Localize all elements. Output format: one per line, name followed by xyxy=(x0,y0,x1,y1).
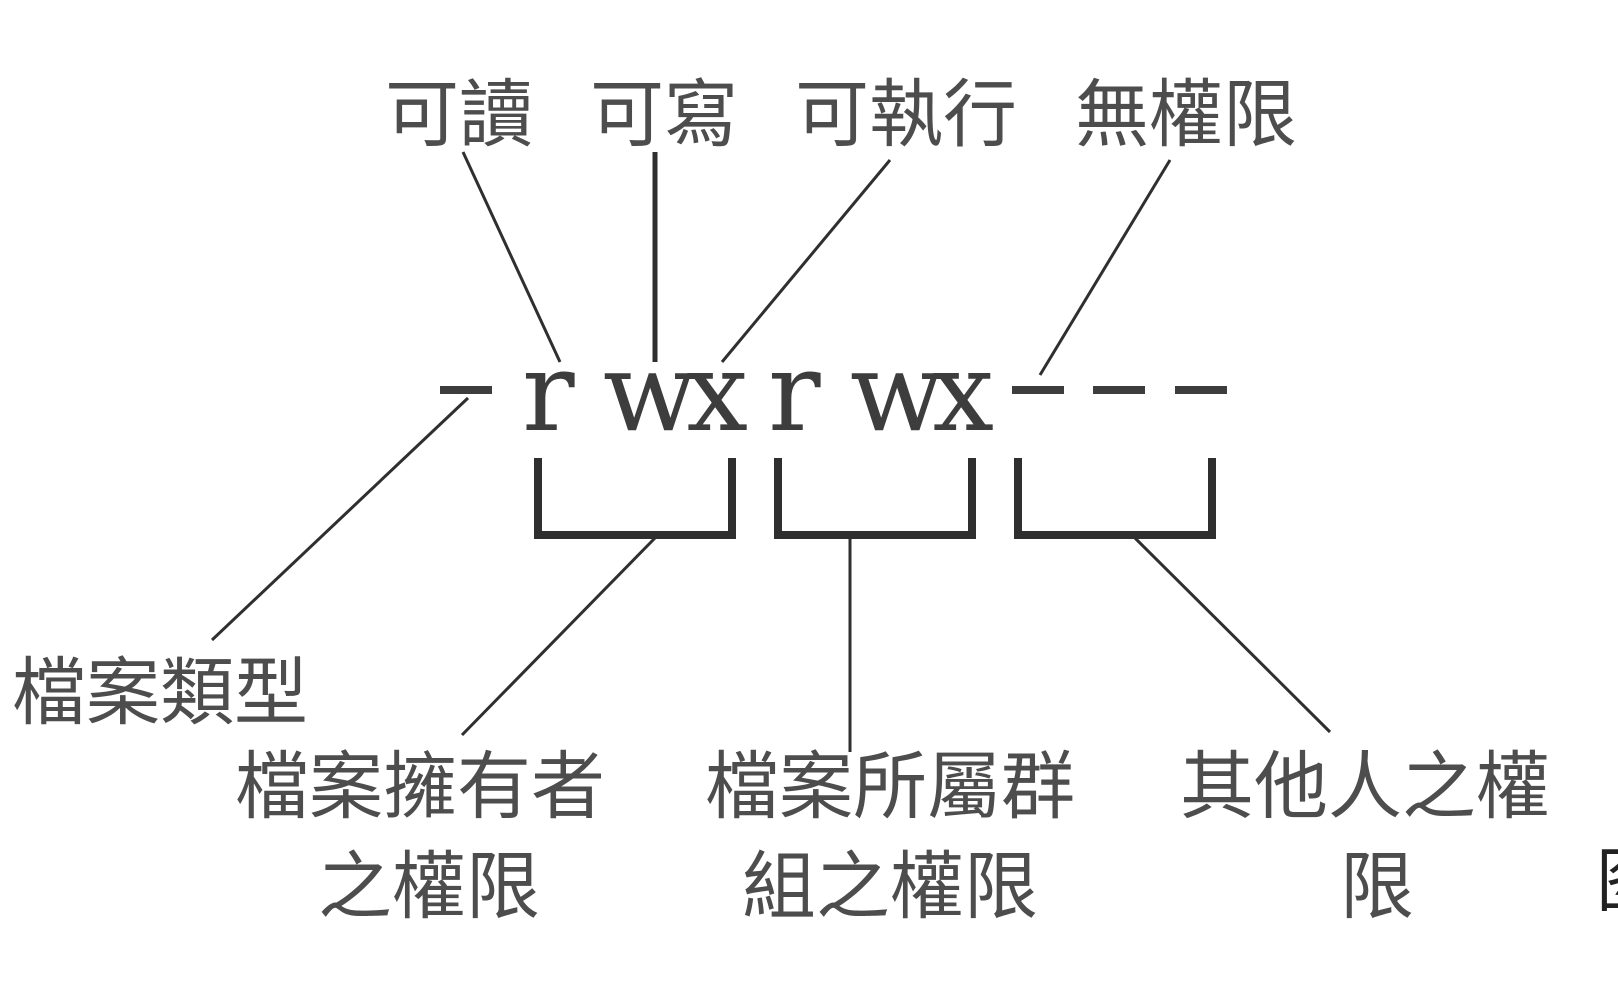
leader-file-type xyxy=(210,396,470,642)
label-readable: 可讀 xyxy=(385,72,533,158)
label-group-line1: 檔案所屬群 xyxy=(705,744,1075,830)
label-file-type: 檔案類型 xyxy=(12,650,308,736)
label-no-permission: 無權限 xyxy=(1075,72,1297,158)
perm-char-owner-w: w xyxy=(603,328,697,456)
leader-owner xyxy=(460,536,657,737)
label-executable: 可執行 xyxy=(795,72,1017,158)
clipped-edge-character: 图 xyxy=(1596,840,1618,922)
label-others-line1: 其他人之權 xyxy=(1180,744,1550,830)
leader-readable xyxy=(461,151,562,363)
label-others-line2: 限 xyxy=(1340,844,1414,930)
label-owner-line2: 之權限 xyxy=(318,844,540,930)
label-owner-line1: 檔案擁有者 xyxy=(235,744,605,830)
perm-char-group-x: x xyxy=(932,328,994,456)
perm-char-group-r: r xyxy=(768,328,821,456)
bracket-others xyxy=(1014,458,1216,539)
label-writable: 可寫 xyxy=(590,72,738,158)
bracket-group xyxy=(774,458,976,539)
perm-char-owner-r: r xyxy=(522,328,575,456)
label-group-line2: 組之權限 xyxy=(742,844,1038,930)
leader-no-permission xyxy=(1038,159,1172,376)
leader-others xyxy=(1133,536,1332,734)
bracket-owner xyxy=(534,458,736,539)
leader-executable xyxy=(720,159,892,363)
perm-char-group-w: w xyxy=(850,328,944,456)
perm-char-owner-x: x xyxy=(686,328,748,456)
